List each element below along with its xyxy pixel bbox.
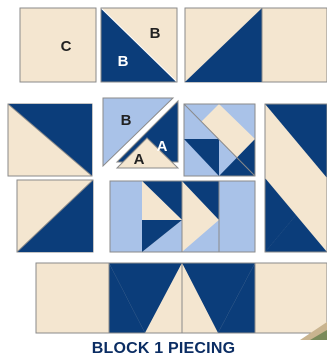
label-a-lower: A xyxy=(134,151,145,168)
bottom-strip xyxy=(36,263,327,333)
label-c: C xyxy=(61,38,72,55)
square-c xyxy=(20,8,96,82)
flying-rect-top xyxy=(185,8,327,82)
pieced-square xyxy=(184,104,255,176)
flying-geese-panel xyxy=(110,181,255,252)
diagram-caption: BLOCK 1 PIECING xyxy=(0,340,327,358)
flying-rect-right xyxy=(265,104,327,252)
label-b-middle: B xyxy=(121,112,132,129)
label-a-upper: A xyxy=(157,138,168,155)
quilt-block-diagram: C B B B A A xyxy=(0,0,327,340)
triangle-square-left-upper xyxy=(8,104,92,176)
label-b-bottom: B xyxy=(118,53,129,70)
label-b-top: B xyxy=(150,25,161,42)
half-square-b-b xyxy=(101,8,177,82)
triangle-square-left-lower xyxy=(17,180,93,252)
